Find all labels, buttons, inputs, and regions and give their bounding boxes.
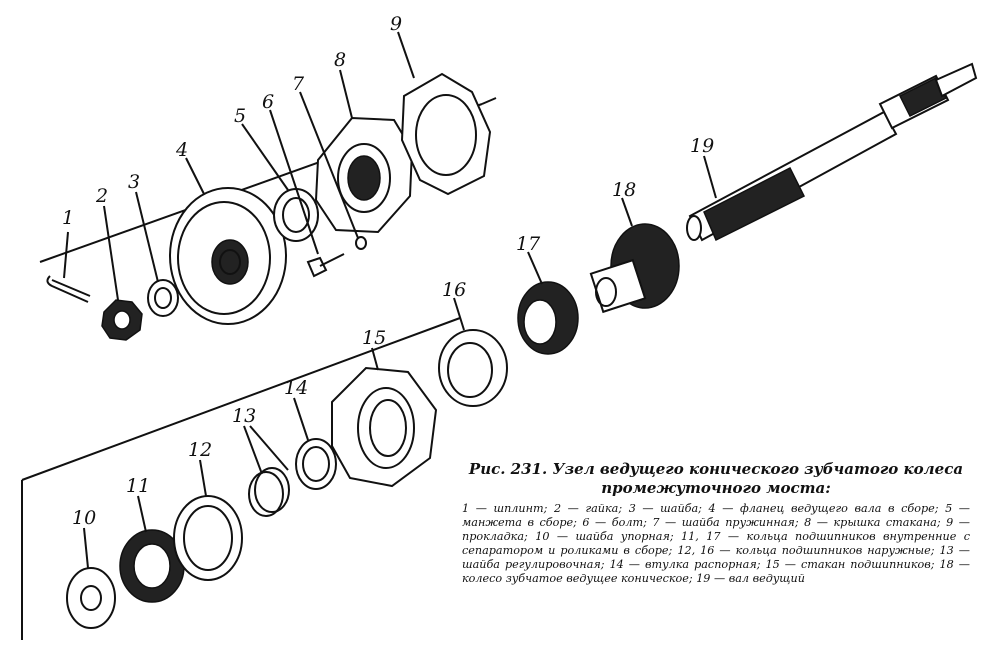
part-9-gasket [400, 72, 492, 196]
figure-caption: Рис. 231. Узел ведущего конического зубч… [462, 460, 970, 586]
label-1: 1 [62, 207, 74, 229]
part-16-outer-ring [438, 329, 508, 407]
part-8-cover [314, 116, 414, 234]
label-15: 15 [362, 327, 386, 349]
label-2: 2 [95, 185, 108, 207]
label-13: 13 [232, 405, 256, 427]
label-17: 17 [516, 233, 541, 255]
part-2-castle-nut [101, 299, 143, 341]
part-18-bevel-gear [589, 223, 680, 314]
part-1-cotter-pin [46, 275, 91, 303]
label-7: 7 [292, 73, 305, 95]
part-14-spacer [295, 438, 337, 490]
label-19: 19 [690, 135, 714, 157]
label-14: 14 [284, 377, 308, 399]
label-18: 18 [612, 179, 636, 201]
part-10-thrust-washer [66, 567, 116, 629]
label-6: 6 [262, 91, 274, 113]
label-10: 10 [72, 507, 96, 529]
label-8: 8 [334, 49, 346, 71]
part-labels: 1 2 3 4 5 6 7 8 9 10 11 12 13 14 15 16 1… [62, 13, 714, 529]
part-17-inner-ring [517, 281, 579, 355]
part-7-spring-washer [355, 236, 367, 250]
caption-title: Рис. 231. Узел ведущего конического зубч… [468, 460, 964, 497]
part-6-bolt [306, 253, 345, 278]
label-11: 11 [126, 475, 150, 497]
part-3-washer [147, 279, 179, 317]
label-12: 12 [188, 439, 212, 461]
caption-legend: 1 — шплинт; 2 — гайка; 3 — шайба; 4 — фл… [462, 502, 970, 585]
part-12-outer-ring [173, 495, 243, 581]
part-4-flange [169, 187, 287, 325]
label-16: 16 [442, 279, 466, 301]
leader-lines [63, 31, 717, 569]
label-4: 4 [175, 139, 188, 161]
part-15-bearing-housing [331, 366, 438, 488]
part-19-drive-shaft [686, 62, 978, 242]
label-9: 9 [390, 13, 402, 35]
part-13-shim [248, 467, 290, 517]
label-5: 5 [234, 105, 246, 127]
label-3: 3 [128, 171, 140, 193]
part-11-inner-ring [119, 529, 185, 603]
